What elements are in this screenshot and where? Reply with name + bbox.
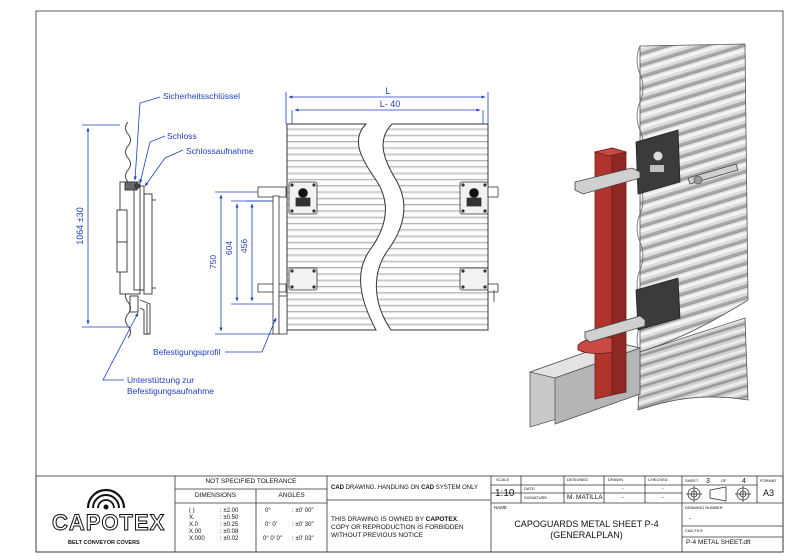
cad-file-value: P-4 METAL SHEET.dft	[686, 539, 751, 546]
checked-label: CHECKED	[648, 477, 668, 482]
ownership-line-3: WITHOUT PREVIOUS NOTICE	[331, 532, 423, 539]
drawing-title-line-2: (GENERALPLAN)	[550, 530, 623, 540]
iso-corrugated-sheet	[639, 43, 749, 353]
label-sicherheitsschluessel: Sicherheitsschlüssel	[163, 91, 240, 101]
dim-length	[285, 92, 489, 124]
front-view	[257, 123, 499, 335]
label-unterstuetzung-1: Unterstützung zur	[127, 375, 194, 385]
cad-handling-note: CAD DRAWING. HANDLING ON CAD SYSTEM ONLY	[331, 485, 478, 491]
cad-file-label: CAD FILE	[685, 528, 704, 533]
title-block-grid	[35, 475, 784, 553]
ownership-brand: CAPOTEX	[425, 516, 458, 523]
checked-value: -	[662, 495, 664, 501]
front-right-panel	[375, 123, 489, 331]
angle-row-0-v: : ±0' 00"	[292, 508, 314, 514]
plate-bottom-right	[459, 267, 489, 291]
dim-row-1-v: : ±0.50	[220, 515, 239, 521]
capotex-logo	[86, 488, 126, 510]
signature-label: SIGNATURE	[524, 495, 548, 500]
cad-note-post: SYSTEM ONLY	[434, 485, 479, 491]
scale-value: 1:10	[495, 488, 515, 499]
sheet-value: 3	[706, 478, 710, 485]
angle-row-2-k: 0° 0' 0"	[263, 536, 283, 542]
label-schloss: Schloss	[167, 131, 197, 141]
angle-row-1-k: 0° 0'	[265, 522, 277, 528]
dimensions-header: DIMENSIONS	[194, 492, 237, 499]
date-label: DATE	[524, 486, 535, 491]
cad-note-pre: CAD	[331, 485, 344, 491]
designed-label: DESIGNED	[567, 477, 588, 482]
format-label: FORMAT	[760, 478, 777, 483]
dim-row-2-v: : ±0.25	[220, 522, 239, 528]
ownership-pre: THIS DRAWING IS OWNED BY	[331, 516, 426, 523]
drawing-number-label: DRAWING NUMBER	[685, 505, 723, 510]
drawing-title-line-1: CAPOGUARDS METAL SHEET P-4	[514, 519, 659, 529]
dim-row-0-v: : ±2.00	[220, 508, 239, 514]
designer-name: M. MATILLA	[567, 494, 603, 501]
befestigungsprofil-bar	[272, 195, 288, 335]
label-schlossaufnahme: Schlossaufnahme	[186, 146, 254, 156]
dim-row-0-k: ( )	[189, 508, 195, 514]
angle-row-0-k: 0°	[265, 508, 271, 514]
sheet-label: SHEET	[685, 478, 699, 483]
label-befestigungsprofil: Befestigungsprofil	[153, 347, 221, 357]
ownership-rest: .	[457, 516, 459, 523]
projection-symbols	[686, 486, 751, 502]
ownership-line-1: THIS DRAWING IS OWNED BY CAPOTEX.	[331, 516, 459, 524]
dim-604-text: 604	[224, 241, 234, 255]
dim-row-1-k: X.	[189, 515, 195, 521]
angles-header: ANGLES	[278, 492, 305, 499]
lock-plate-right	[459, 181, 489, 215]
dim-verticals	[215, 191, 273, 335]
logo-subtitle: BELT CONVEYOR COVERS	[68, 540, 140, 546]
dim-row-3-k: X.00	[189, 529, 202, 535]
drawing-number-value: -	[689, 516, 691, 522]
of-label: OF	[721, 478, 727, 483]
angle-row-2-v: : ±0' 03"	[292, 536, 314, 542]
dim-height-1064	[82, 124, 130, 328]
drawn-label: DRAWN	[608, 477, 623, 482]
isometric-view	[528, 43, 749, 428]
dim-row-4-k: X.000	[189, 536, 205, 542]
dim-height-1064-text: 1064 ±30	[75, 207, 85, 244]
dim-L40-text: L- 40	[380, 99, 401, 109]
leaders	[102, 96, 277, 381]
dim-row-3-v: : ±0.08	[220, 529, 239, 535]
label-unterstuetzung-2: Befestigungsaufnahme	[127, 386, 214, 396]
angle-row-1-v: : ±0' 30"	[292, 522, 314, 528]
dim-456-text: 456	[239, 239, 249, 253]
side-view	[116, 121, 156, 339]
dim-row-2-k: X.0	[189, 522, 199, 528]
logo-text: CAPOTEX	[51, 510, 166, 535]
tolerance-header: NOT SPECIFIED TOLERANCE	[205, 478, 297, 485]
dim-row-4-v: : ±0.02	[220, 536, 239, 542]
lock-plate-left	[288, 181, 318, 215]
dim-750-text: 750	[208, 255, 218, 269]
plate-bottom-left	[288, 267, 318, 291]
drawn-value: -	[622, 495, 624, 501]
cad-note-cad2: CAD	[421, 485, 435, 491]
scale-label: SCALE	[496, 477, 510, 482]
name-label: NAME	[494, 505, 508, 510]
format-value: A3	[763, 488, 775, 498]
dim-L-text: L	[385, 86, 390, 96]
ownership-line-2: COPY OR REPRODUCTION IS FORBIDDEN	[331, 524, 464, 531]
front-left-panel	[286, 123, 386, 331]
checked-date: -	[662, 486, 664, 492]
drawn-date: -	[622, 486, 624, 492]
of-value: 4	[742, 478, 746, 485]
cad-note-mid: DRAWING. HANDLING ON	[344, 485, 422, 491]
